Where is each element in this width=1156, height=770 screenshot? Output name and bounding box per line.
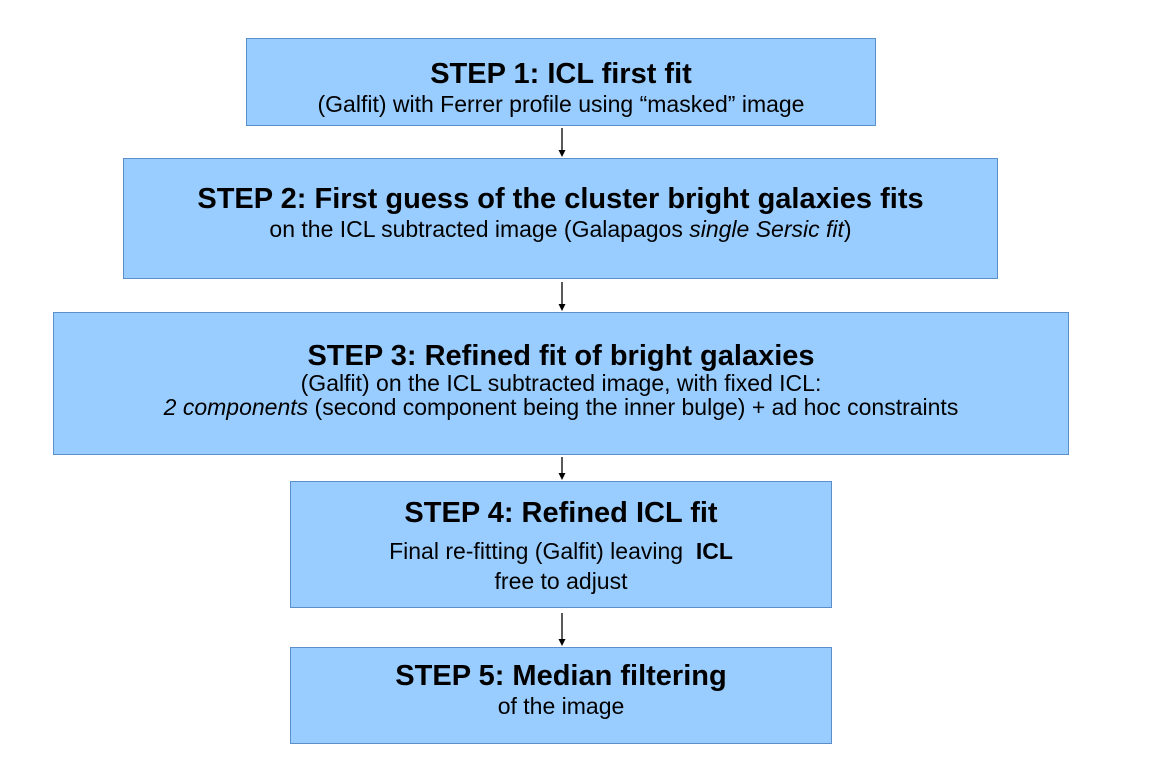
- step-2-description: on the ICL subtracted image (Galapagos s…: [124, 216, 997, 243]
- step-1-title: STEP 1: ICL first fit: [430, 58, 692, 90]
- step-3-description-line-1: (Galfit) on the ICL subtracted image, wi…: [300, 370, 822, 396]
- step-4-description-bold: ICL: [695, 538, 733, 564]
- arrow-down-icon: [558, 457, 566, 480]
- step-2-title: STEP 2: First guess of the cluster brigh…: [197, 183, 924, 215]
- step-4-description-text: Final re-fitting (Galfit) leaving: [389, 538, 696, 564]
- arrow-down-icon: [558, 282, 566, 311]
- step-5-box: STEP 5: Median filtering of the image: [290, 647, 832, 744]
- arrow-down-icon: [558, 613, 566, 646]
- step-3-title: STEP 3: Refined fit of bright galaxies: [307, 340, 815, 372]
- step-5-description: of the image: [497, 693, 625, 719]
- arrow-down-icon: [558, 128, 566, 157]
- step-2-description-text: on the ICL subtracted image (Galapagos: [269, 216, 690, 242]
- step-4-title: STEP 4: Refined ICL fit: [404, 497, 718, 529]
- step-1-description: (Galfit) with Ferrer profile using “mask…: [317, 91, 805, 117]
- step-3-description-text: (second component being the inner bulge)…: [308, 394, 959, 420]
- step-4-box: STEP 4: Refined ICL fit Final re-fitting…: [290, 481, 832, 608]
- step-4-description-line-1: Final re-fitting (Galfit) leaving ICL: [291, 536, 831, 566]
- step-3-box: STEP 3: Refined fit of bright galaxies (…: [53, 312, 1069, 455]
- step-3-description-line-2: 2 components (second component being the…: [54, 395, 1068, 419]
- step-3-description-emphasis: 2 components: [163, 394, 309, 420]
- step-2-description-end: ): [843, 216, 852, 242]
- step-2-box: STEP 2: First guess of the cluster brigh…: [123, 158, 998, 279]
- step-1-box: STEP 1: ICL first fit (Galfit) with Ferr…: [246, 38, 876, 126]
- step-4-description-line-2: free to adjust: [494, 568, 628, 594]
- step-5-title: STEP 5: Median filtering: [395, 660, 727, 692]
- step-2-description-emphasis: single Sersic fit: [689, 216, 844, 242]
